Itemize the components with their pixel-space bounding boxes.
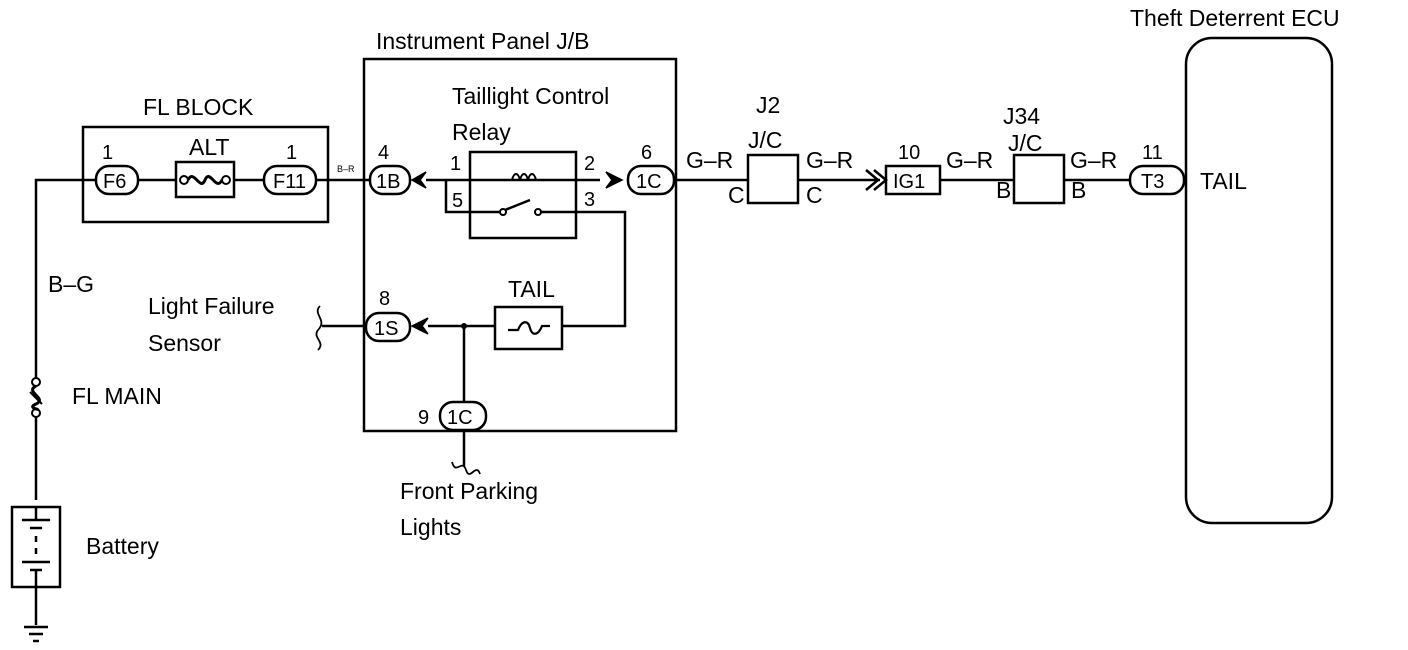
connector-t3 <box>1128 164 1186 196</box>
battery-label: Battery <box>86 533 159 559</box>
j34-jc-label: J/C <box>1008 130 1043 156</box>
ground-icon <box>24 625 48 643</box>
connector-1s-arrow-icon <box>410 317 429 335</box>
fl-block-title: FL BLOCK <box>143 94 254 120</box>
junction-connector-j2 <box>746 153 800 205</box>
relay-switch-icon <box>470 198 576 216</box>
taillight-relay-box <box>468 150 578 240</box>
j2-jc-label: J/C <box>748 127 783 153</box>
theft-deterrent-ecu-box <box>1184 36 1334 525</box>
wire-color-bg: B–G <box>48 271 94 297</box>
connector-1b-code: 1B <box>376 171 400 193</box>
light-failure-break-icon <box>315 305 323 351</box>
fl-block-box <box>81 125 330 224</box>
instrument-panel-jb-box <box>362 57 678 433</box>
connector-1s-code: 1S <box>374 318 398 340</box>
front-parking-label-1: Front Parking <box>400 478 538 504</box>
connector-t3-pin: 11 <box>1142 142 1163 164</box>
tail-fuse-icon <box>508 321 550 335</box>
wire-color-gr-2: G–R <box>806 147 853 173</box>
connector-1c-arrow-icon <box>605 171 624 189</box>
fl-main-label: FL MAIN <box>72 383 162 409</box>
connector-1s-pin: 8 <box>379 288 390 310</box>
j2-pin-left: C <box>728 182 745 208</box>
connector-ig1-pin: 10 <box>898 142 920 164</box>
relay-title-line2: Relay <box>452 119 511 145</box>
wire-color-br: B–R <box>337 164 355 174</box>
connector-1b <box>368 164 412 196</box>
connector-f11-code: F11 <box>273 171 306 193</box>
relay-pin1: 1 <box>450 153 461 175</box>
wire-relay-tail <box>562 210 627 328</box>
alt-label: ALT <box>189 134 229 160</box>
relay-pin2: 2 <box>584 153 595 175</box>
front-parking-break-icon <box>451 461 481 475</box>
connector-1c-pin: 6 <box>641 142 652 164</box>
connector-f6-pin: 1 <box>102 142 113 164</box>
tail-fuse-box <box>493 305 564 351</box>
light-failure-label-2: Sensor <box>148 330 221 356</box>
j2-pin-right: C <box>806 182 823 208</box>
j34-pin-right: B <box>1071 177 1086 203</box>
relay-pin5-wire <box>444 180 470 214</box>
relay-pin3: 3 <box>584 189 595 211</box>
relay-title-line1: Taillight Control <box>452 83 609 109</box>
fl-main-fusible-link-icon <box>29 377 43 418</box>
connector-f11-pin: 1 <box>286 142 297 164</box>
connector-1c-9-pin: 9 <box>418 407 429 429</box>
connector-ig1-code: IG1 <box>893 171 925 193</box>
relay-coil-icon <box>511 173 537 181</box>
wire-color-gr-1: G–R <box>686 147 733 173</box>
connector-1b-pin: 4 <box>378 142 389 164</box>
battery-feed-wire <box>34 178 100 380</box>
wire-color-gr-3: G–R <box>946 147 993 173</box>
connector-1b-arrow-icon <box>410 171 427 189</box>
wire-color-gr-4: G–R <box>1070 147 1117 173</box>
battery-icon <box>22 507 50 587</box>
j34-label: J34 <box>1003 103 1040 129</box>
front-parking-label-2: Lights <box>400 514 461 540</box>
alt-fuse-icon <box>179 175 231 185</box>
light-failure-label-1: Light Failure <box>148 293 275 319</box>
j2-label: J2 <box>756 92 780 118</box>
connector-f6-code: F6 <box>103 171 126 193</box>
ip-jb-title: Instrument Panel J/B <box>376 28 590 54</box>
j34-pin-left: B <box>996 177 1011 203</box>
theft-ecu-title: Theft Deterrent ECU <box>1130 5 1340 31</box>
relay-pin5: 5 <box>452 190 463 212</box>
connector-1c-code: 1C <box>636 171 662 193</box>
tail-fuse-label: TAIL <box>508 276 555 302</box>
ecu-tail-terminal-label: TAIL <box>1200 168 1247 194</box>
junction-connector-j34 <box>1012 153 1066 205</box>
connector-t3-code: T3 <box>1141 171 1164 193</box>
connector-1c-9-code: 1C <box>447 407 473 429</box>
